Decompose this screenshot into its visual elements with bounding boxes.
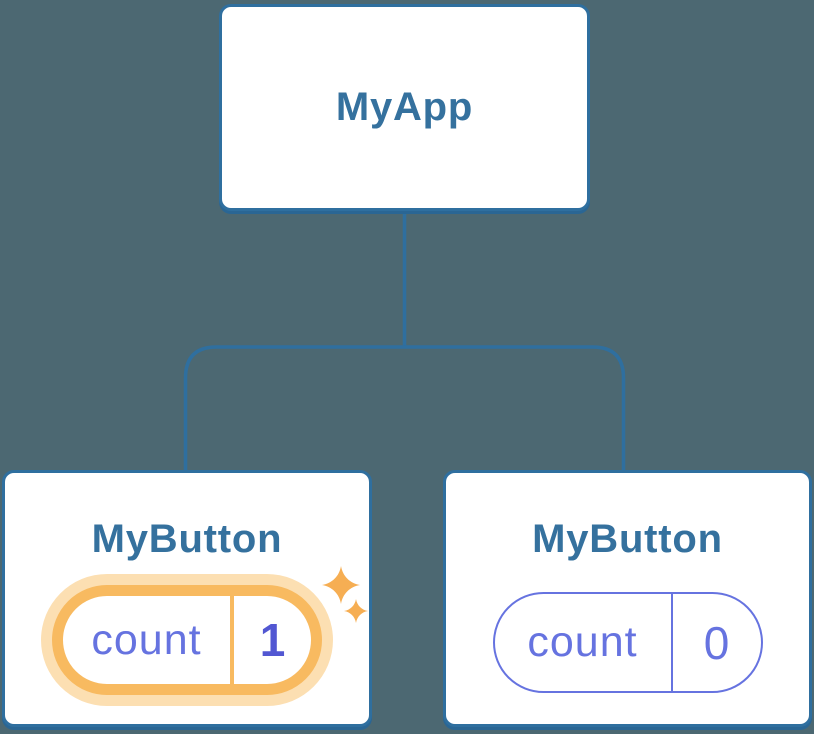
state-key-cell: count [495,594,671,691]
state-key-label: count [527,618,638,666]
child-node-mybutton-right: MyButton count 0 [443,470,812,727]
state-value-cell: 1 [230,596,311,684]
state-pill: count 0 [492,592,763,693]
state-pill-highlighted: count 1 [52,585,322,695]
state-key-label: count [91,615,202,664]
state-key-cell: count [63,596,230,684]
root-node-myapp: MyApp [219,4,590,211]
state-value-cell: 0 [670,594,761,691]
root-node-label: MyApp [335,85,474,129]
child-node-label: MyButton [91,517,283,561]
state-value: 0 [703,616,730,669]
sparkle-icon [322,566,360,604]
state-value: 1 [259,614,286,666]
child-node-mybutton-left: MyButton count 1 [2,470,372,727]
sparkle-icon [344,599,368,623]
child-node-label: MyButton [532,517,723,561]
